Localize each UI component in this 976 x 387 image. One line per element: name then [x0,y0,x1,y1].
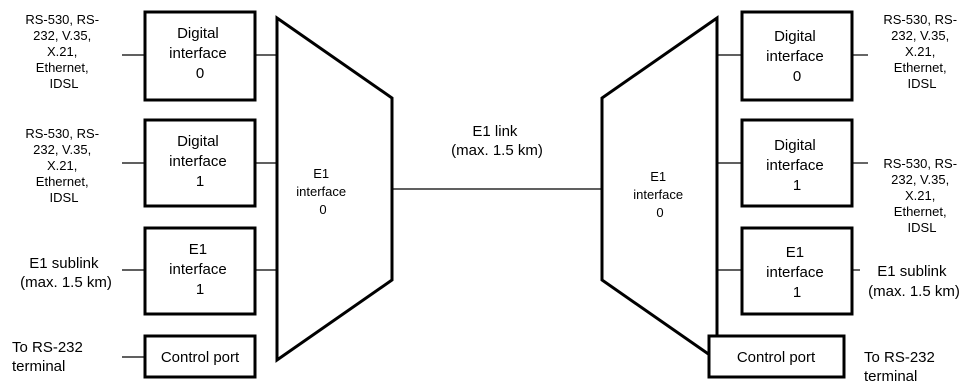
right-digital-interface-0-label: Digital interface 0 [766,28,828,85]
left-control-port-box [143,334,257,379]
left-mux-label: E1 interface 0 [296,166,350,217]
left-control-side-label: To RS-232 terminal [12,339,87,375]
left-e1-interface-0-mux [275,15,394,363]
left-e1-sublink-label: E1 sublink (max. 1.5 km) [20,255,112,291]
left-e1-interface-1-label: E1 interface 1 [169,241,231,298]
right-e1-interface-1-box [740,226,854,316]
right-control-port-box [707,334,846,379]
left-port-1-standards: RS-530, RS- 232, V.35, X.21, Ethernet, I… [25,126,102,205]
right-e1-sublink-label: E1 sublink (max. 1.5 km) [868,263,960,300]
right-unit: E1 interface 0 Digital interface 0 Digit… [600,10,960,385]
e1-link-label: E1 link (max. 1.5 km) [451,123,543,159]
left-control-port-label: Control port [161,349,240,366]
right-digital-interface-0-box [740,10,854,102]
left-e1-interface-1-box [143,226,257,316]
right-control-side-label: To RS-232 terminal [864,349,939,385]
left-digital-interface-1-label: Digital interface 1 [169,133,231,190]
left-digital-interface-1-box [143,118,257,208]
right-digital-interface-1-box [740,118,854,208]
right-port-1-standards: RS-530, RS- 232, V.35, X.21, Ethernet, I… [883,156,960,235]
left-digital-interface-0-label: Digital interface 0 [169,25,231,82]
right-e1-interface-1-label: E1 interface 1 [766,244,828,301]
right-control-port-label: Control port [737,349,816,366]
right-port-0-standards: RS-530, RS- 232, V.35, X.21, Ethernet, I… [883,12,960,91]
right-mux-label: E1 interface 0 [633,169,687,220]
right-digital-interface-1-label: Digital interface 1 [766,137,828,194]
left-port-0-standards: RS-530, RS- 232, V.35, X.21, Ethernet, I… [25,12,102,91]
left-unit: E1 interface 0 Digital interface 0 Digit… [12,10,394,379]
left-digital-interface-0-box [143,10,257,102]
right-e1-interface-0-mux [600,15,719,363]
